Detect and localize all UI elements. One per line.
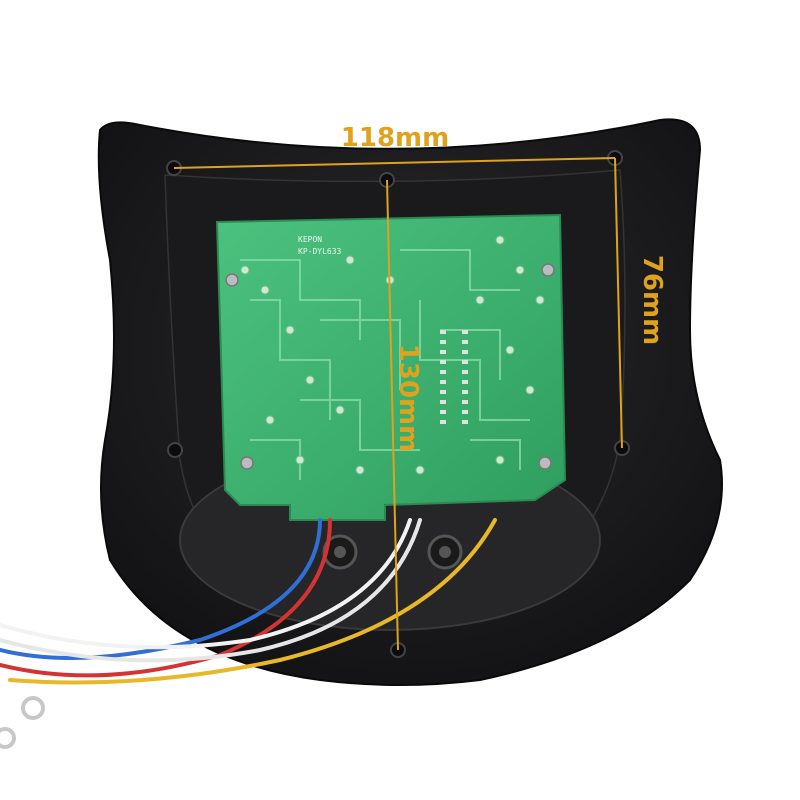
pcb-traces [240, 249, 530, 480]
cable-clip-left [322, 534, 358, 570]
screw-bottom-right [538, 456, 552, 470]
width-dimension-line [173, 157, 616, 169]
screw-top-left [225, 273, 239, 287]
height-label: 76mm [637, 255, 667, 345]
screw-bottom-left [240, 456, 254, 470]
pcb-brand-text: KEPON [298, 235, 322, 244]
wire-white-2 [0, 518, 422, 663]
solder-pads [240, 235, 545, 475]
ring-terminal-2 [0, 727, 16, 749]
ic-pins [440, 330, 468, 424]
wire-yellow [8, 518, 497, 685]
height-dimension-line [614, 157, 623, 449]
mount-hole-mid-left [167, 442, 183, 458]
length-dimension-line [386, 179, 399, 651]
screw-top-right [541, 263, 555, 277]
pcb-screws [225, 263, 555, 470]
pcb-model-text: KP-DYL633 [298, 247, 342, 256]
wire-blue [0, 518, 322, 660]
length-label: 130mm [393, 344, 423, 452]
dimension-lines [173, 157, 623, 651]
wire-white-1 [0, 518, 412, 650]
wire-terminals [0, 696, 45, 749]
ring-terminal-1 [21, 696, 45, 720]
cable-clip-right [427, 534, 463, 570]
wire-bundle [0, 518, 497, 685]
width-label: 118mm [341, 123, 449, 153]
